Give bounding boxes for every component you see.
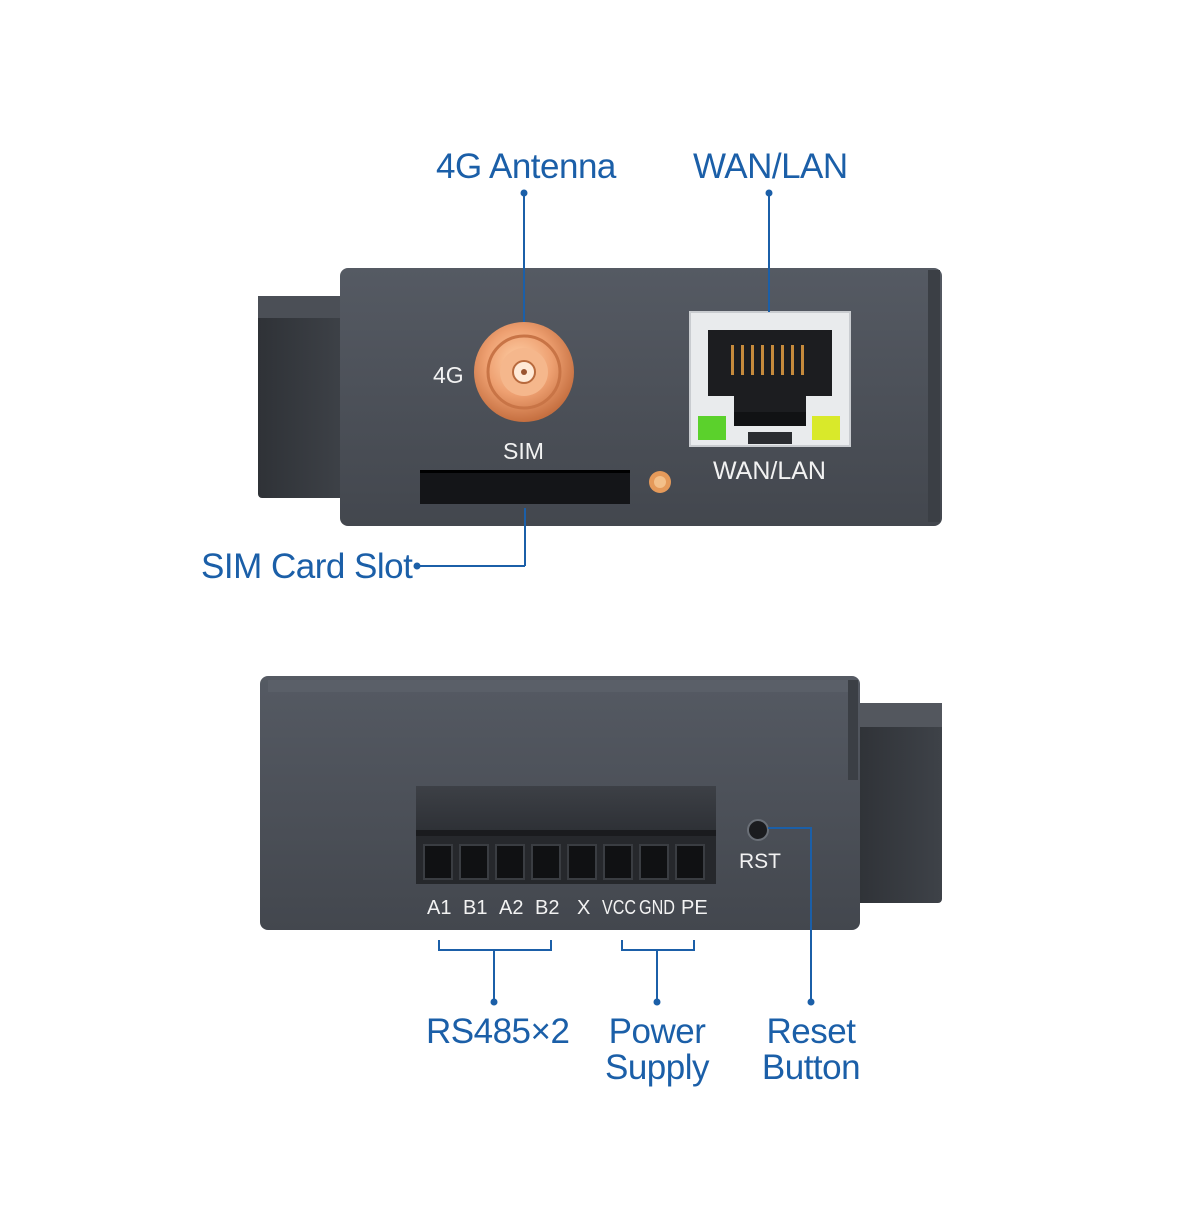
printed-sim-label: SIM [503, 438, 544, 464]
front-panel-view: 4G SIM WAN/LAN [258, 268, 942, 526]
din-rail-mount-left [258, 296, 348, 498]
callout-reset-line1: Reset [766, 1012, 856, 1051]
terminal-label-a1: A1 [427, 897, 451, 919]
terminal-label-x: X [577, 897, 590, 919]
printed-reset-label: RST [739, 850, 781, 873]
sim-card-slot [420, 470, 630, 504]
terminal-label-a2: A2 [499, 897, 523, 919]
callout-wan-lan: WAN/LAN [693, 147, 848, 186]
callout-4g-antenna: 4G Antenna [436, 147, 616, 186]
terminal-label-vcc: VCC [602, 897, 636, 919]
reset-pinhole-icon [747, 819, 769, 841]
terminal-label-b1: B1 [463, 897, 487, 919]
link-led-green [698, 416, 726, 440]
callout-sim-card-slot: SIM Card Slot [201, 547, 413, 586]
din-rail-mount-right [854, 703, 942, 903]
bottom-leader-lines [438, 827, 815, 1006]
callout-power-supply: Power Supply [596, 1014, 718, 1085]
sma-connector-icon [474, 322, 574, 422]
rj45-port-icon [689, 311, 851, 447]
callout-power-line1: Power [608, 1012, 706, 1051]
callout-power-line2: Supply [604, 1048, 710, 1087]
terminal-label-b2: B2 [535, 897, 559, 919]
top-leader-lines [413, 189, 773, 570]
callout-reset-button: Reset Button [752, 1014, 870, 1085]
rear-panel-view: A1 B1 A2 B2 X VCC GND PE RST [260, 676, 942, 930]
terminal-label-gnd: GND [639, 897, 675, 919]
printed-port-label: WAN/LAN [713, 457, 826, 485]
callout-reset-line2: Button [761, 1048, 861, 1087]
terminal-label-pe: PE [681, 897, 708, 919]
callout-rs485: RS485×2 [426, 1012, 570, 1051]
link-led-yellow [812, 416, 840, 440]
printed-antenna-label: 4G [433, 362, 464, 388]
terminal-block [416, 786, 716, 884]
